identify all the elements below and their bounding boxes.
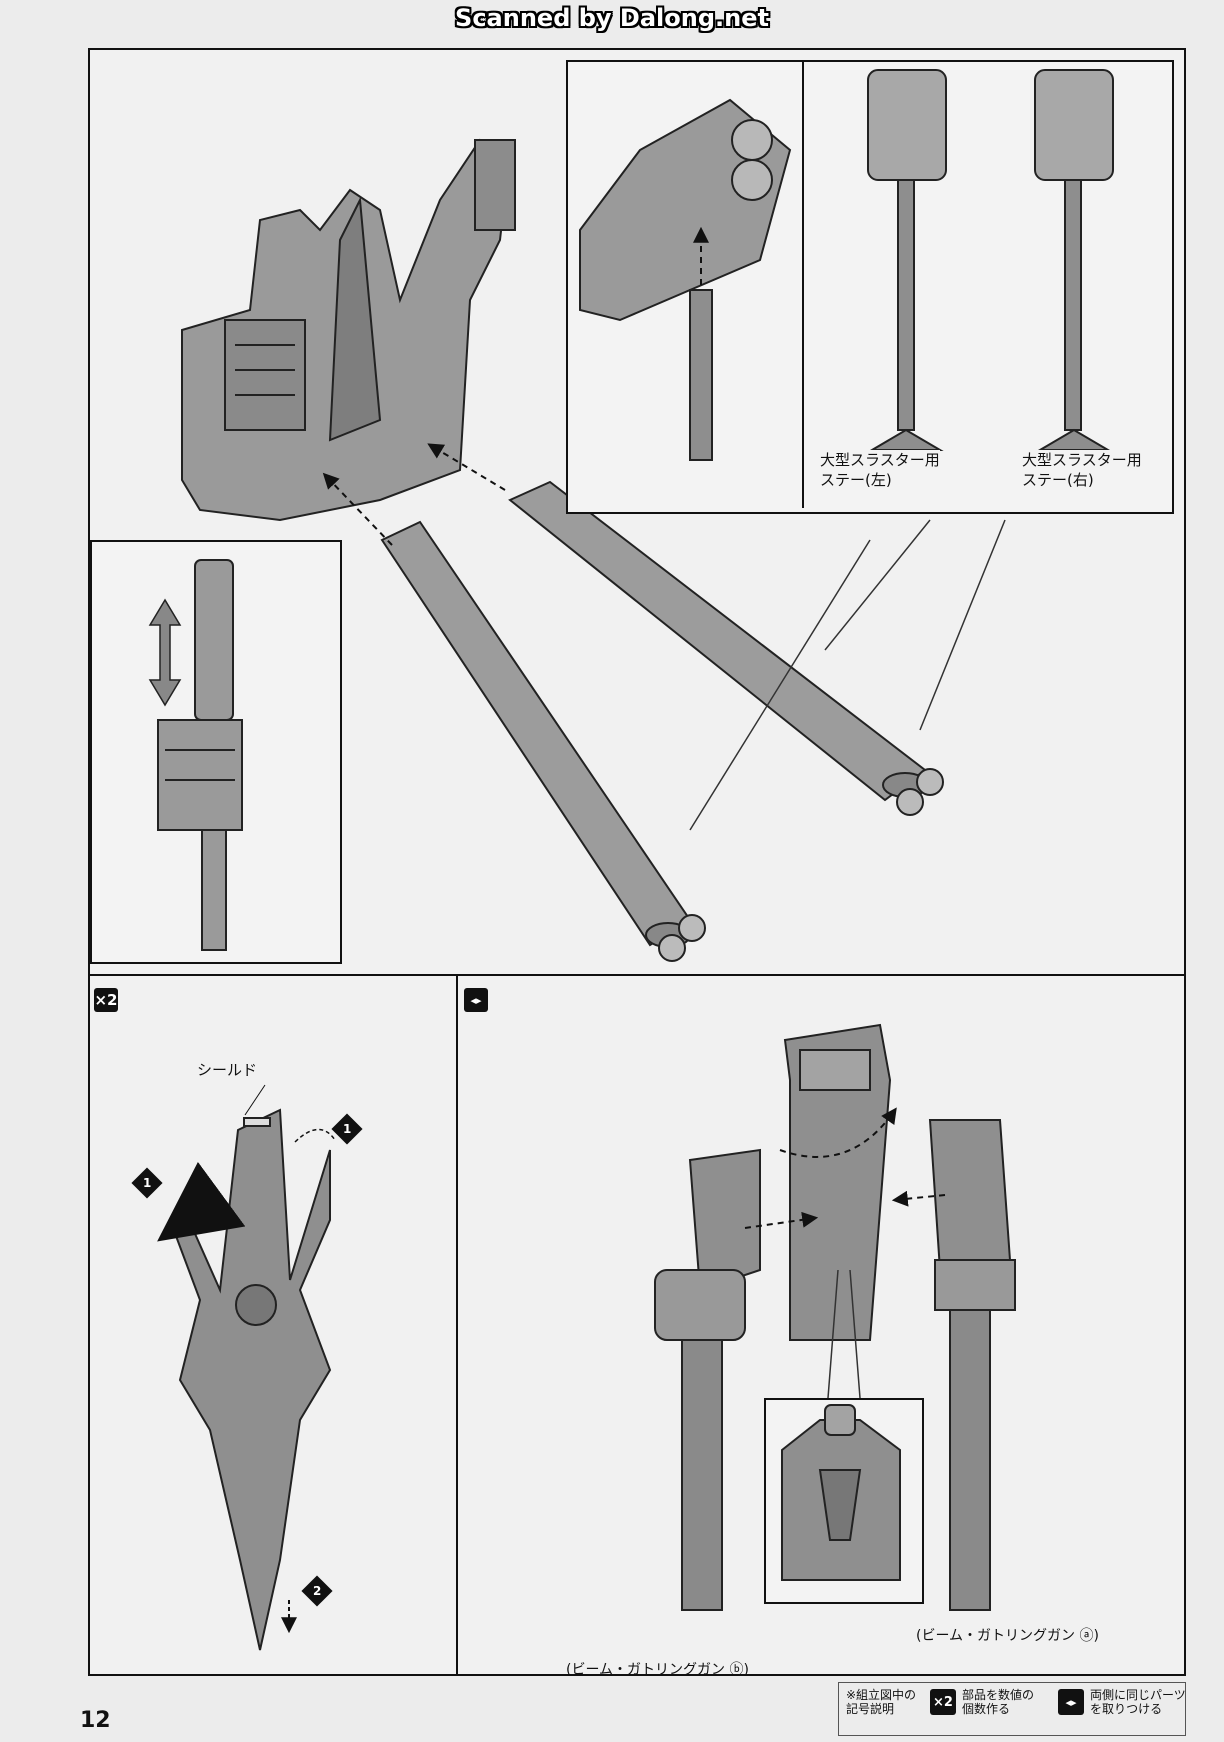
quantity-x2-icon: ×2 [930,1689,956,1715]
attach-arrow-right [427,443,506,491]
symbol-legend [838,1682,1186,1736]
shield-label: シールド [197,1061,258,1079]
large-thruster-left [380,520,706,962]
legend-both-sides: ◂▸ 両側に同じパーツ を取りつける [1058,1688,1186,1716]
both-sides-icon: ◂▸ [1058,1689,1084,1715]
slide-direction-icon [148,598,182,707]
backpack-unit [181,138,516,522]
legend-title: ※組立図中の 記号説明 [846,1688,917,1716]
thruster-stay-right-label: 大型スラスター用 ステー(右) [1022,450,1142,490]
gatling-gun-a-label: (ビーム・ガトリングガン ⓐ) [916,1628,1099,1644]
gatling-gun-b-label: (ビーム・ガトリングガン ⓑ) [566,1662,749,1678]
rifle-magazine [157,719,243,831]
large-thruster-right [508,480,944,816]
thruster-stay-left-label: 大型スラスター用 ステー(左) [820,450,940,490]
stay-part-closeup [689,289,713,461]
backpack-center [783,1023,892,1341]
page-number: 12 [80,1708,111,1733]
both-sides-icon: ◂▸ [464,988,488,1012]
gatling-gun-b-barrels [681,1339,723,1611]
legend-quantity: ×2 部品を数値の 個数作る [930,1688,1034,1716]
attach-arrow-left [322,472,393,546]
watermark: Scanned by Dalong.net [455,4,769,32]
quantity-x2-icon: ×2 [94,988,118,1012]
gatling-gun-b-body [688,1148,761,1292]
gatling-gun-a-barrels [949,1309,991,1611]
inset-divider [802,62,804,508]
